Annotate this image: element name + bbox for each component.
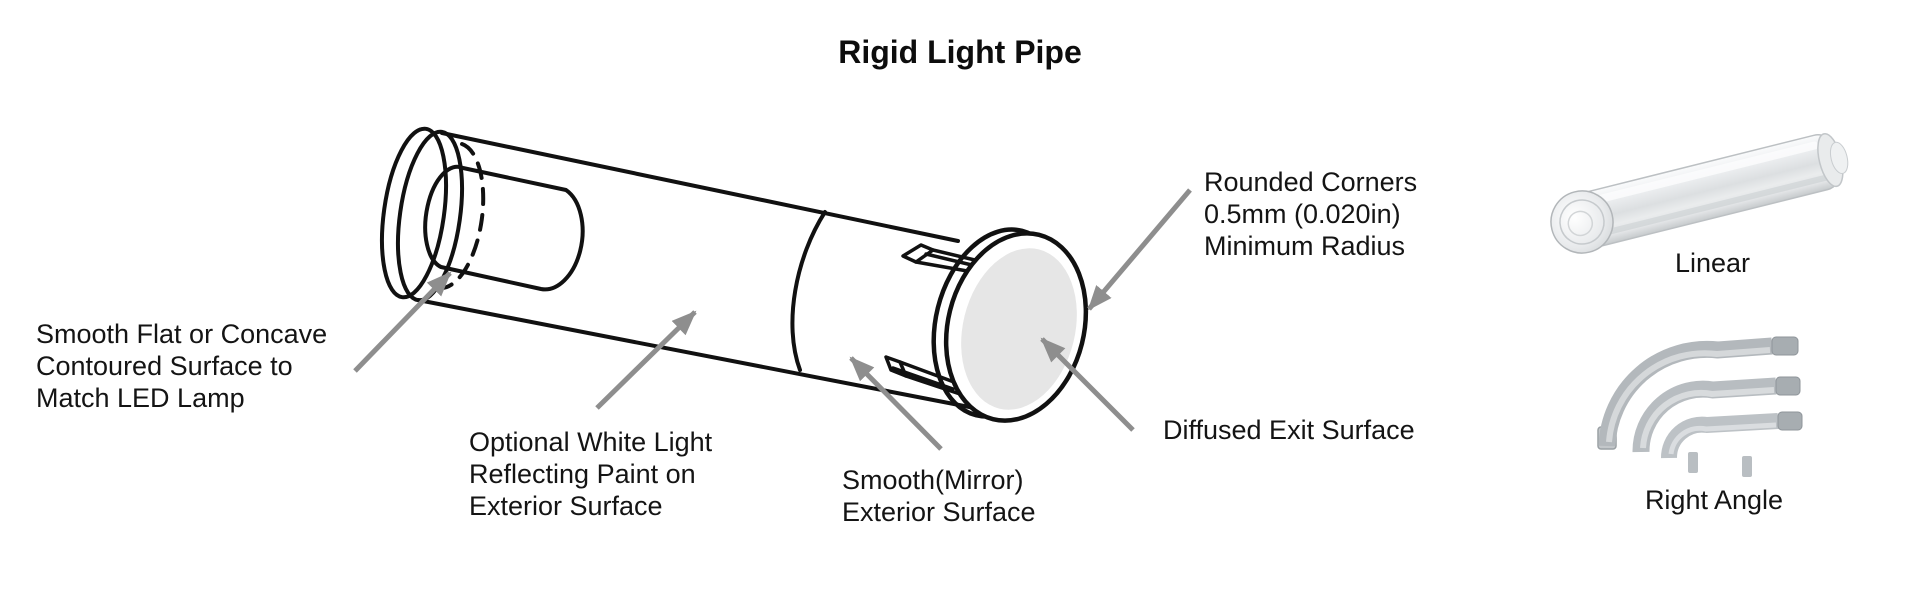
snap-clip-top	[901, 243, 981, 274]
arrow-mirror-surface	[849, 356, 943, 451]
arrow-led-surface	[353, 271, 452, 373]
label-rounded-corners: Rounded Corners 0.5mm (0.020in) Minimum …	[1204, 167, 1418, 261]
rod-tip-dome	[1829, 141, 1849, 175]
label-diffused-exit: Diffused Exit Surface	[1163, 415, 1415, 445]
label-mirror-surface: Smooth(Mirror) Exterior Surface	[842, 465, 1036, 527]
rod-cap-ring	[1559, 199, 1605, 245]
body-seam-line	[790, 210, 827, 372]
elbow-outer-highlight	[1606, 347, 1771, 443]
elbow-stub	[1777, 411, 1803, 431]
page-title: Rigid Light Pipe	[838, 34, 1082, 70]
entry-cap-front-ellipse	[396, 129, 464, 303]
right-angle-foot	[1742, 456, 1752, 477]
rigid-pipe-drawing	[380, 126, 1089, 423]
arrow-diffused-exit	[1040, 337, 1135, 432]
label-led-surface: Smooth Flat or Concave Contoured Surface…	[36, 319, 328, 413]
annotation-arrows	[353, 188, 1192, 451]
rod-cap-inner-ring	[1567, 210, 1594, 237]
led-bore-outline	[423, 164, 585, 292]
linear-pipe-photo	[1550, 132, 1849, 254]
elbow-inner-highlight	[1668, 422, 1777, 455]
caption-linear: Linear	[1674, 248, 1751, 278]
pipe-body-bottom-line	[416, 298, 992, 413]
led-bore-hidden-edge	[440, 142, 486, 290]
elbow-middle-highlight	[1640, 387, 1775, 449]
arrow-rounded-corners	[1087, 188, 1192, 311]
entry-cap-outer-ellipse	[380, 126, 448, 300]
rod-shadow	[1591, 174, 1831, 239]
rod-highlight	[1587, 141, 1819, 206]
elbow-stub	[1775, 376, 1801, 396]
label-reflecting-paint: Optional White Light Reflecting Paint on…	[469, 427, 713, 521]
arrow-reflecting-paint	[595, 310, 697, 410]
right-angle-pipe-photo	[1597, 336, 1803, 477]
elbow-stub	[1771, 336, 1799, 356]
pipe-body-top-line	[440, 131, 960, 243]
diffused-exit-face	[961, 248, 1077, 410]
right-angle-foot	[1688, 452, 1698, 473]
caption-right-angle: Right Angle	[1644, 485, 1784, 515]
